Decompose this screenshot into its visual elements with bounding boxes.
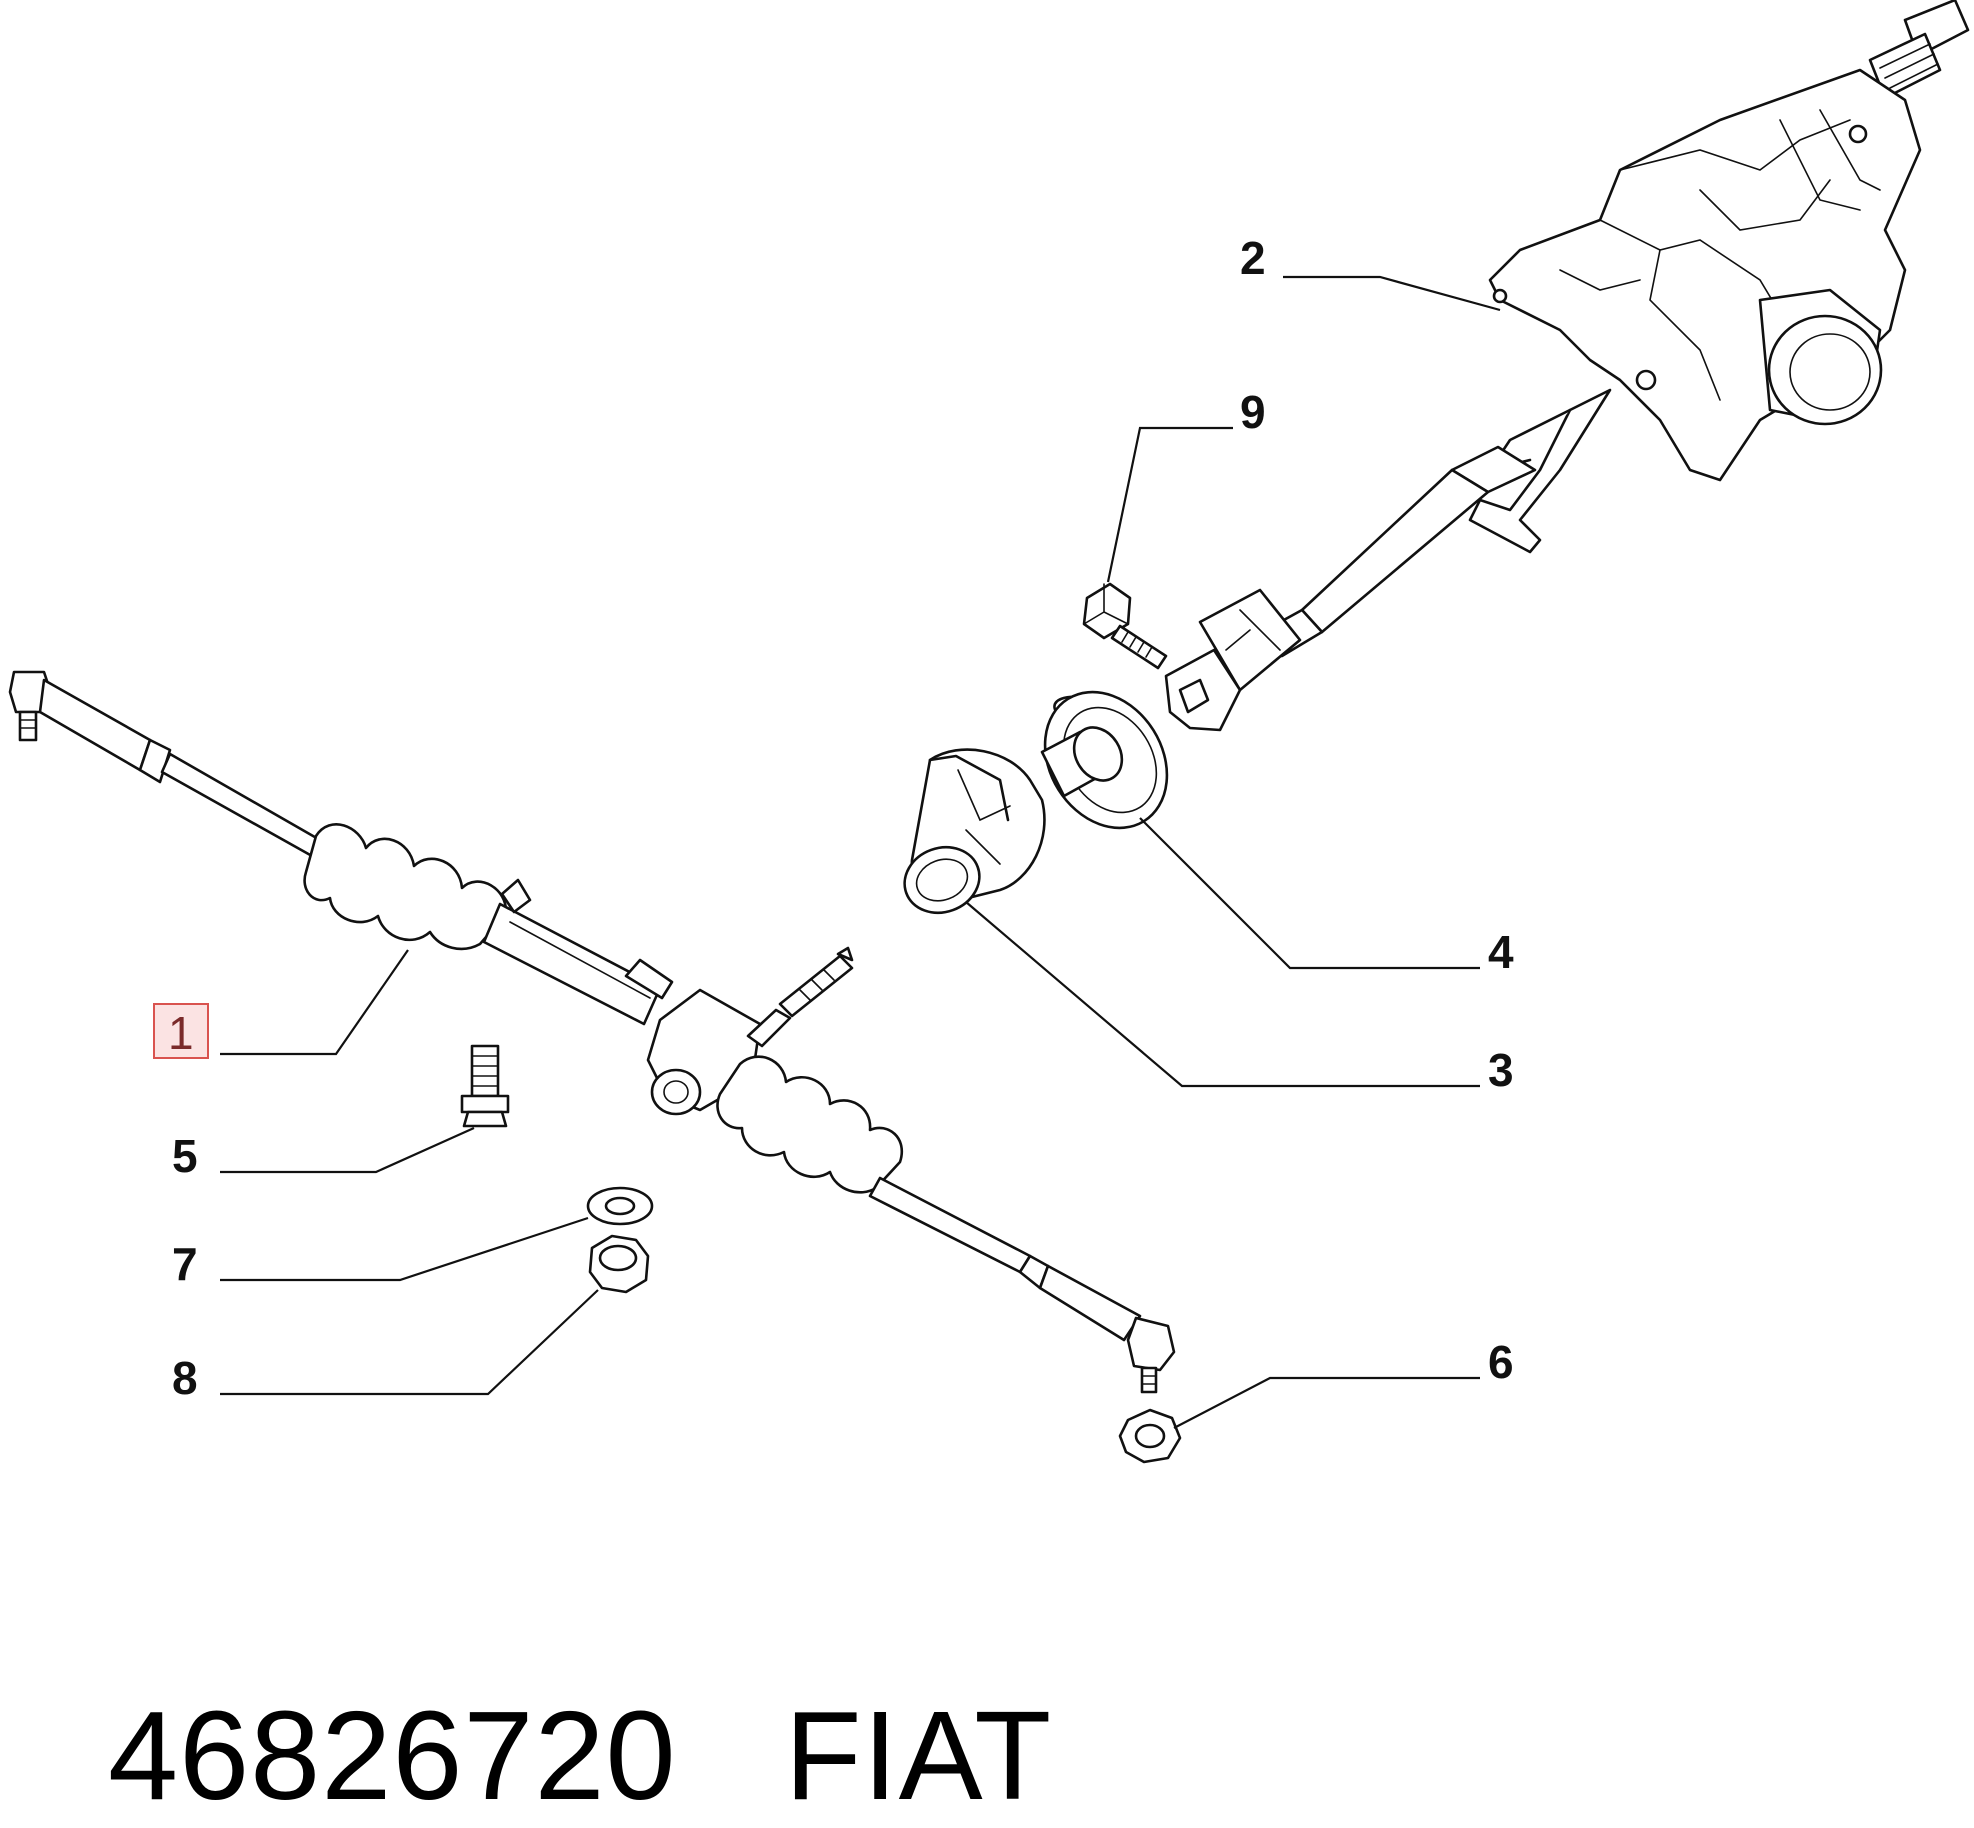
leader-line-4 [1139,817,1480,970]
washer-part-7 [586,1186,654,1226]
leader-line-2 [1283,275,1501,312]
leader-line-7 [220,1216,589,1282]
callout-2[interactable]: 2 [1240,232,1266,284]
callout-1-highlight [153,1003,209,1059]
callout-7[interactable]: 7 [172,1238,198,1290]
steering-rack-part-1 [8,670,1176,1394]
leader-line-5 [220,1126,475,1174]
leader-line-3 [965,901,1480,1088]
bolt-part-9 [1082,582,1168,670]
universal-joint [1164,588,1302,732]
flange-nut-part-8 [588,1234,650,1294]
callout-8[interactable]: 8 [172,1352,198,1404]
callout-5[interactable]: 5 [172,1130,198,1182]
boot-part-3 [903,748,1046,915]
stud-bolt-part-5 [460,1044,510,1128]
brand-name: FIAT [784,1685,1053,1826]
leader-line-1 [220,949,409,1056]
steering-rack-exploded-diagram: 1 2 3 4 5 6 7 8 9 [8,0,1970,1464]
callout-1[interactable]: 1 [168,1007,194,1059]
callout-3[interactable]: 3 [1488,1044,1514,1096]
leader-line-6 [1173,1376,1480,1429]
part-number-footer: 46826720 FIAT [36,1538,1052,1828]
callout-6[interactable]: 6 [1488,1336,1514,1388]
nut-part-6 [1118,1408,1182,1464]
part-number: 46826720 [108,1685,677,1826]
leader-line-9 [1106,426,1233,583]
seal-part-4 [1040,690,1169,830]
steering-column-part [1260,0,1970,658]
leader-line-8 [220,1289,599,1396]
callout-9[interactable]: 9 [1240,386,1266,438]
callout-4[interactable]: 4 [1488,926,1514,978]
